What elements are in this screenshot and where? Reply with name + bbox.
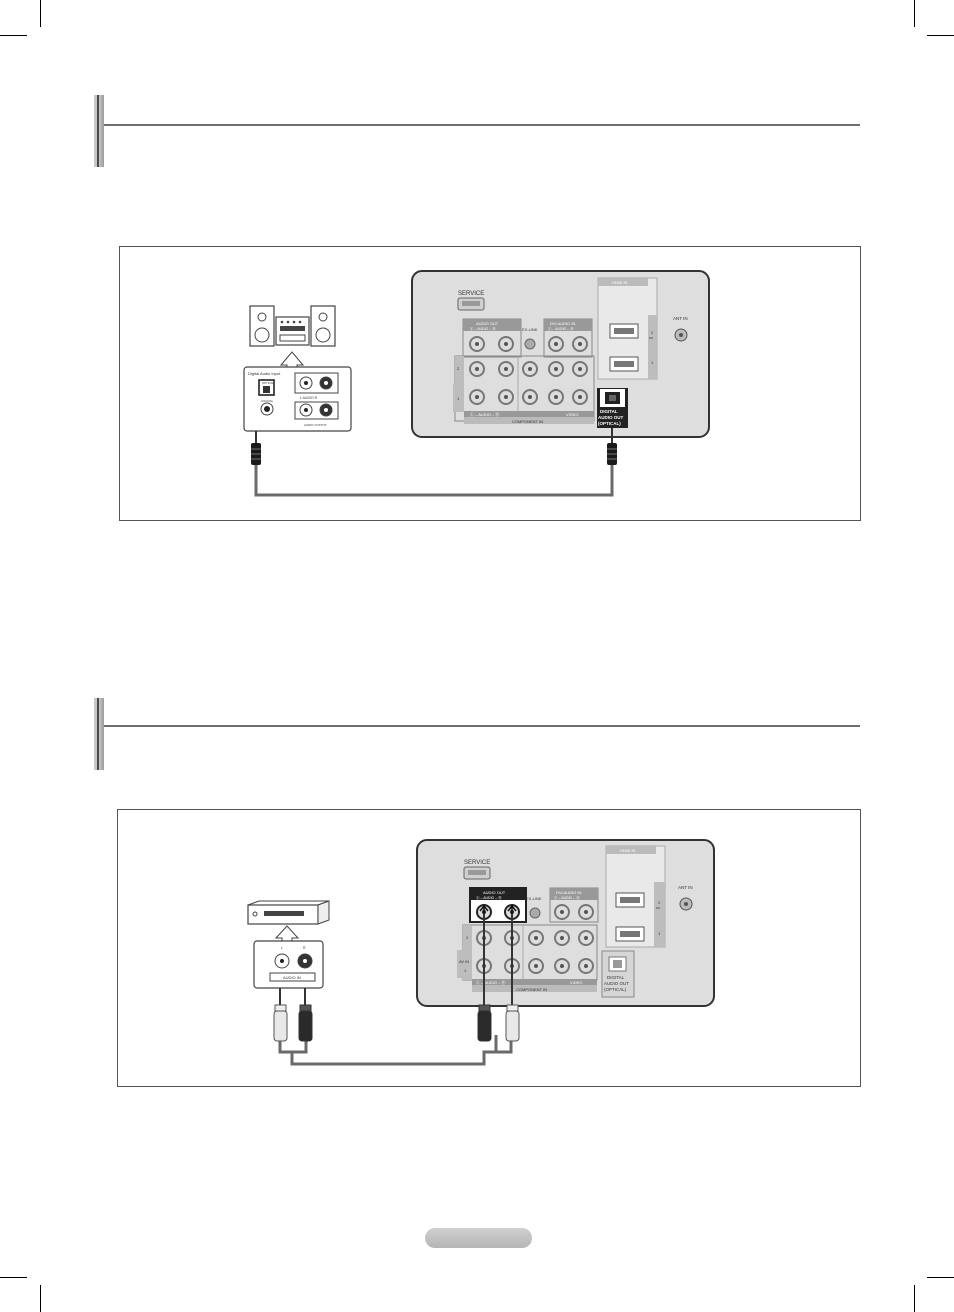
hdmi-port-2-sub-2: DVI [656,907,660,910]
hdmi-in-label-2: HDMI IN [620,848,635,853]
video-label: VIDEO [566,412,578,417]
optical-label: OPTICAL [262,381,274,385]
hdmi-port-2-label: 2 [651,330,654,335]
audio-out-sub-2: Ⓛ – AUDIO – Ⓡ [476,895,502,900]
coaxial-label: COAXIAL [261,399,274,403]
component-audio-label-2: Ⓛ – AUDIO – Ⓡ [476,979,505,985]
digital-audio-out-line2: AUDIO OUT [598,415,624,420]
optical-diagram-svg: Digital Audio Input OPTICAL COAXIAL L AU… [243,270,710,497]
digital-audio-panel: Digital Audio Input OPTICAL COAXIAL L AU… [243,366,352,432]
crop-mark [914,0,915,27]
audio-out-label: AUDIO OUT [476,321,499,326]
av-in-label: AV IN [459,959,469,964]
hdmi-port-1-label: 1 [651,360,654,365]
dvi-audio-in-sub-2: Ⓛ – AUDIO – Ⓡ [554,895,580,900]
audio-in-label: AUDIO IN [283,975,301,980]
audio-in-r-label: R [303,946,306,950]
audio-out-sub: Ⓛ – AUDIO – Ⓡ [470,326,496,331]
ant-in-label-2: ANT IN [678,885,693,890]
section-2-heading-bar [94,698,104,770]
figure-analog-audio-connection: L R AUDIO IN SERVICE HDMI IN 2 DVI 1 ANT… [117,809,861,1087]
digital-audio-out-line3: (OPTICAL) [598,421,621,426]
digital-audio-out-2-line3: (OPTICAL) [604,987,627,992]
coaxial-port [264,406,270,412]
amplifier: L R AUDIO IN [247,900,330,989]
crop-mark [0,1277,27,1278]
crop-mark [0,35,27,36]
crop-mark [927,1277,954,1278]
section-1-heading-bar [94,95,104,167]
audio-in-l-label: L [281,946,283,950]
hdmi-port-2-sub: DVI [649,337,653,340]
hdmi-port-1-label-2: 1 [658,931,661,936]
figure-optical-connection: Digital Audio Input OPTICAL COAXIAL L AU… [119,246,861,521]
section-2-heading-rule [104,725,860,727]
row-2-label-2: 2 [466,935,469,940]
digital-audio-out-line1: DIGITAL [600,409,618,414]
ex-link-label: EX-LINK [522,327,538,332]
row-1-label-2: 1 [464,968,467,973]
optical-port [263,386,270,393]
tv-rear-panel-2: SERVICE HDMI IN 2 DVI 1 ANT IN AUDIO OUT… [416,839,715,1007]
hdmi-in-label: HDMI IN [612,280,627,285]
audio-out-label-2: AUDIO OUT [483,890,506,895]
dvi-audio-in-label: DVI AUDIO IN [550,321,575,326]
crop-mark [927,35,954,36]
optical-cable [251,428,617,497]
crop-mark [40,1285,41,1312]
ex-link-label-2: EX-LINK [526,896,542,901]
audio-output-label: AUDIO OUTPUT [304,423,327,427]
home-theater-system [249,305,336,369]
component-audio-label: Ⓛ – AUDIO – Ⓡ [470,411,499,417]
crop-mark [914,1285,915,1312]
digital-audio-out-2-line2: AUDIO OUT [604,981,629,986]
audio-cable [273,903,520,1066]
video-label-2: VIDEO [570,980,582,985]
component-in-label-2: COMPONENT IN [516,987,547,992]
digital-audio-out-2-line1: DIGITAL [607,975,625,980]
ant-in-label: ANT IN [673,316,688,321]
hdmi-port-2-label-2: 2 [658,900,661,905]
page-number-pill [425,1228,532,1248]
row-2-label: 2 [457,366,460,371]
digital-audio-input-label: Digital Audio Input [248,371,281,376]
service-label-2: SERVICE [464,860,490,866]
ex-link-port [524,338,536,350]
dvi-audio-in-sub: Ⓛ – AUDIO – Ⓡ [548,326,574,331]
component-in-label: COMPONENT IN [512,419,543,424]
analog-diagram-svg: L R AUDIO IN SERVICE HDMI IN 2 DVI 1 ANT… [247,839,715,1066]
dvi-audio-in-label-2: DVI AUDIO IN [556,890,581,895]
row-1-label: 1 [457,396,460,401]
crop-mark [40,0,41,27]
tv-rear-panel: SERVICE HDMI IN 2 DVI 1 ANT IN AUDIO OUT… [411,270,710,438]
section-1-heading-rule [104,124,860,126]
audio-output-lr-label: L AUDIO R [300,396,318,400]
service-label: SERVICE [458,291,484,297]
